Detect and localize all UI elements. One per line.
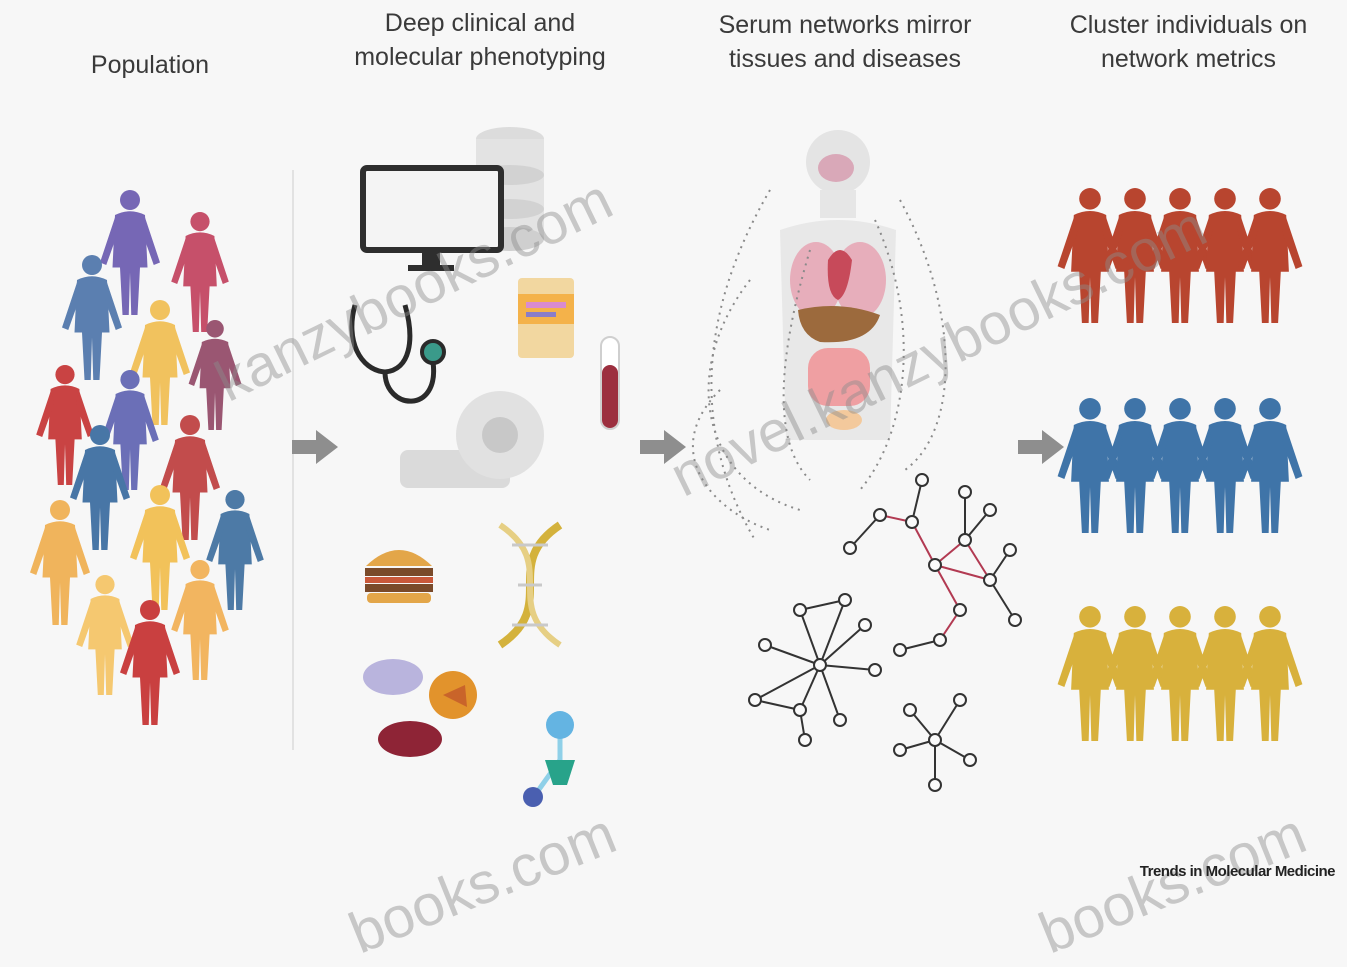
network-node — [869, 664, 881, 676]
network-edge — [755, 665, 820, 700]
person-figure — [1238, 398, 1303, 533]
dotted-link — [709, 280, 800, 510]
network-node — [954, 604, 966, 616]
person-figure — [189, 320, 242, 430]
panel-title-line1: Population — [40, 48, 260, 82]
person-figure — [76, 575, 134, 695]
network-edge — [800, 665, 820, 710]
network-node — [916, 474, 928, 486]
network-node — [839, 594, 851, 606]
network-node — [814, 659, 826, 671]
network-node — [894, 644, 906, 656]
dotted-link — [900, 200, 946, 470]
person-figure — [120, 600, 180, 725]
blood-tube-icon — [595, 335, 625, 435]
network-node — [929, 734, 941, 746]
dotted-link — [784, 250, 810, 480]
panel-title-population: Population — [40, 48, 260, 82]
network-node — [1004, 544, 1016, 556]
pill-bottle-icon — [512, 270, 582, 360]
dotted-link — [711, 190, 770, 540]
arrow-right-icon — [1018, 430, 1064, 464]
network-node — [904, 704, 916, 716]
cluster-blue-people — [1065, 390, 1315, 540]
panel-title-serum-networks: Serum networks mirror tissues and diseas… — [680, 8, 1010, 76]
network-node — [906, 516, 918, 528]
network-node — [794, 704, 806, 716]
mri-scanner-icon — [400, 390, 550, 500]
network-icon — [745, 590, 895, 750]
person-figure — [171, 560, 229, 680]
network-node — [799, 734, 811, 746]
panel-title-line1: Cluster individuals on — [1030, 8, 1347, 42]
panel-title-line1: Deep clinical and — [290, 6, 670, 40]
food-icon — [355, 655, 485, 765]
network-node — [929, 779, 941, 791]
network-edge — [820, 665, 875, 670]
network-edge — [990, 580, 1015, 620]
molecule-icon — [515, 705, 605, 815]
network-node — [874, 509, 886, 521]
monitor-icon — [360, 165, 510, 280]
network-node — [929, 559, 941, 571]
dna-icon — [480, 515, 580, 655]
person-figure — [1238, 188, 1303, 323]
network-edge — [820, 665, 840, 720]
people-icon — [20, 180, 320, 780]
person-figure — [171, 212, 229, 332]
panel-title-line2: network metrics — [1030, 42, 1347, 76]
person-figure — [62, 255, 122, 380]
network-node — [964, 754, 976, 766]
watermark: books.com — [340, 800, 625, 967]
network-node — [759, 639, 771, 651]
network-node — [984, 504, 996, 516]
network-node — [954, 694, 966, 706]
panel-title-phenotyping: Deep clinical and molecular phenotyping — [290, 6, 670, 74]
network-icon — [890, 690, 980, 800]
network-node — [984, 574, 996, 586]
network-node — [934, 634, 946, 646]
network-node — [844, 542, 856, 554]
network-edge — [765, 645, 820, 665]
network-node — [749, 694, 761, 706]
network-node — [859, 619, 871, 631]
arrow-right-icon — [292, 430, 338, 464]
journal-credit: Trends in Molecular Medicine — [1140, 863, 1335, 880]
network-edge — [912, 522, 935, 565]
panel-title-line2: tissues and diseases — [680, 42, 1010, 76]
cluster-red-people — [1065, 180, 1315, 330]
network-node — [894, 744, 906, 756]
network-node — [959, 486, 971, 498]
watermark: books.com — [1030, 800, 1315, 967]
network-edge — [935, 700, 960, 740]
network-node — [1009, 614, 1021, 626]
network-node — [959, 534, 971, 546]
network-node — [834, 714, 846, 726]
panel-title-cluster: Cluster individuals on network metrics — [1030, 8, 1347, 76]
person-figure — [1238, 606, 1303, 741]
burger-icon — [362, 540, 437, 605]
network-node — [794, 604, 806, 616]
cluster-yellow-people — [1065, 598, 1315, 748]
dotted-link — [693, 390, 770, 530]
network-edge — [820, 600, 845, 665]
person-figure — [30, 500, 90, 625]
panel-title-line1: Serum networks mirror — [680, 8, 1010, 42]
network-edge — [800, 610, 820, 665]
dotted-link — [860, 220, 904, 490]
panel-title-line2: molecular phenotyping — [290, 40, 670, 74]
